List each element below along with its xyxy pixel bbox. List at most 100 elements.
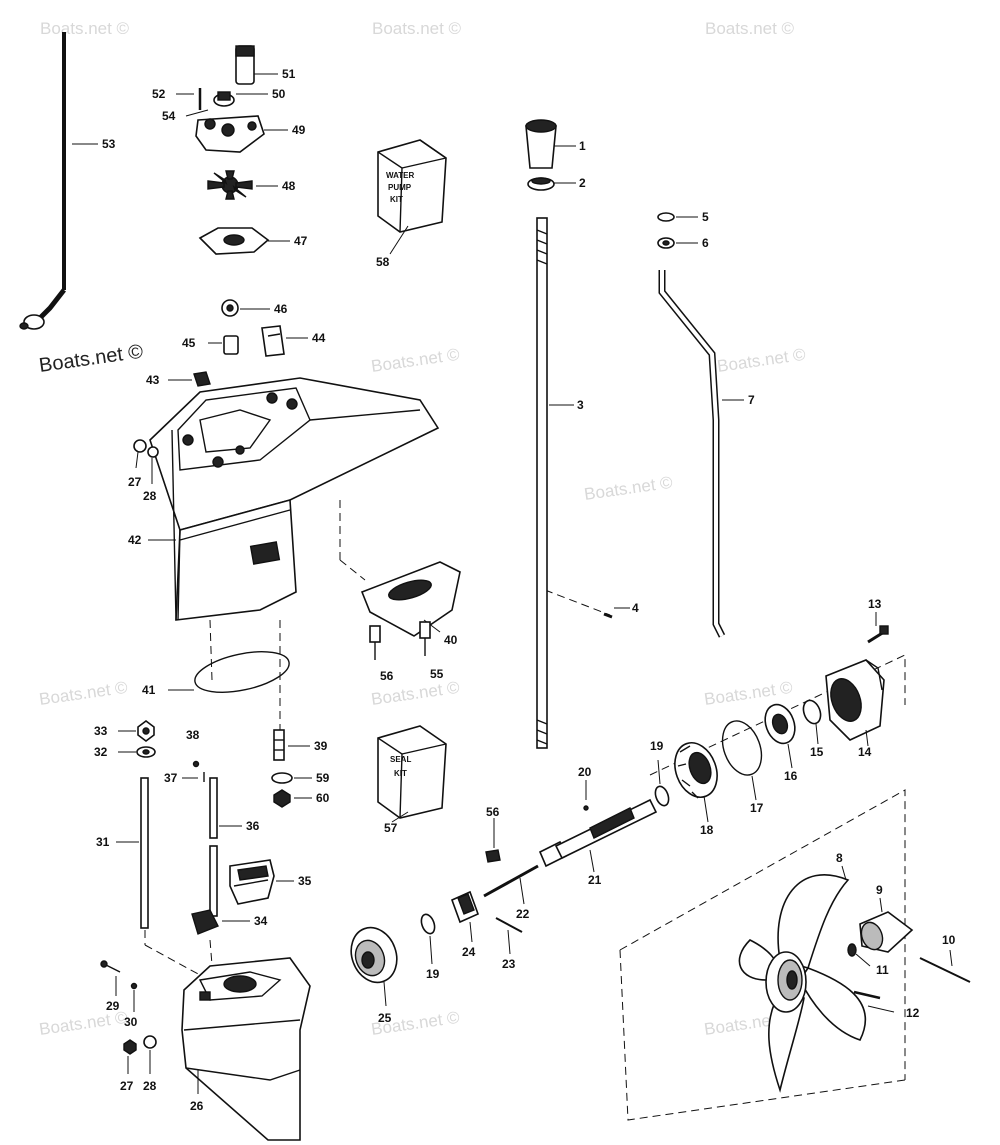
seal-kit-box: SEAL KIT: [377, 725, 447, 823]
label-10: 10: [942, 933, 956, 947]
part-8-propeller: [738, 865, 867, 1093]
part-23-pin: [495, 917, 523, 955]
part-11-washer: [847, 943, 871, 967]
watermark: Boats.net ©: [583, 473, 674, 504]
label-56-middle: 56: [486, 805, 500, 819]
part-24-clutch: [450, 890, 480, 943]
part-15-seal: [802, 699, 822, 745]
label-22: 22: [516, 907, 530, 921]
label-5: 5: [702, 210, 709, 224]
label-35: 35: [298, 874, 312, 888]
part-18-reverse-gear: [674, 742, 718, 823]
label-34: 34: [254, 914, 268, 928]
parts-29-30: [100, 960, 138, 1012]
part-number-labels: 1 2 3 4 5 6 7 8 9 10 11 12 13 14 15 16 1…: [94, 67, 956, 1113]
label-33: 33: [94, 724, 108, 738]
part-42-drive-shaft-housing: [133, 377, 440, 621]
label-38: 38: [186, 728, 200, 742]
part-14-bearing-carrier: [825, 659, 885, 747]
watermark: Boats.net ©: [40, 19, 130, 38]
part-35-pinion-gear: [229, 859, 294, 905]
label-9: 9: [876, 883, 883, 897]
label-42: 42: [128, 533, 142, 547]
label-56-left: 56: [380, 669, 394, 683]
label-21: 21: [588, 873, 602, 887]
part-41-gasket: [168, 651, 290, 693]
label-41: 41: [142, 683, 156, 697]
label-24: 24: [462, 945, 476, 959]
label-4: 4: [632, 601, 639, 615]
parts-5-6-7: [657, 212, 744, 638]
watermark: Boats.net ©: [716, 345, 807, 376]
water-pump-assembly: [168, 45, 308, 387]
part-53-shift-rod: [19, 32, 98, 330]
part-17-o-ring: [721, 720, 763, 801]
parts-27-28-lower: [123, 1035, 157, 1074]
label-60: 60: [316, 791, 330, 805]
label-12: 12: [906, 1006, 920, 1020]
label-55: 55: [430, 667, 444, 681]
label-27-lower: 27: [120, 1079, 134, 1093]
label-19-upper: 19: [650, 739, 664, 753]
parts-1-2: [525, 119, 576, 191]
label-16: 16: [784, 769, 798, 783]
parts-39-59-60: [271, 729, 312, 808]
label-18: 18: [700, 823, 714, 837]
parts-32-33: [118, 720, 156, 758]
label-17: 17: [750, 801, 764, 815]
part-40-plate: [360, 561, 461, 660]
label-3: 3: [577, 398, 584, 412]
label-48: 48: [282, 179, 296, 193]
part-3-drive-shaft: [536, 217, 574, 749]
label-47: 47: [294, 234, 308, 248]
label-28-lower: 28: [143, 1079, 157, 1093]
part-34-bracket: [191, 909, 250, 935]
label-32: 32: [94, 745, 108, 759]
label-50: 50: [272, 87, 286, 101]
label-45: 45: [182, 336, 196, 350]
label-25: 25: [378, 1011, 392, 1025]
watermark-main: Boats.net ©: [38, 341, 145, 377]
label-49: 49: [292, 123, 306, 137]
part-20-dot: [583, 780, 589, 811]
part-16-bearing: [764, 703, 796, 769]
label-15: 15: [810, 745, 824, 759]
part-4-pin: [603, 607, 630, 619]
part-13-screw: [867, 612, 889, 644]
water-pump-kit-text: WATER: [386, 171, 415, 180]
part-22-shift-shaft: [483, 864, 539, 905]
watermark: Boats.net ©: [372, 19, 462, 38]
label-8: 8: [836, 851, 843, 865]
part-9-spinner: [859, 897, 914, 953]
part-21-prop-shaft: [538, 798, 658, 873]
watermark: Boats.net ©: [703, 678, 794, 709]
part-19-washer-upper: [654, 759, 670, 807]
label-40: 40: [444, 633, 458, 647]
assembly-guides: [144, 500, 906, 1121]
watermark: Boats.net ©: [38, 678, 129, 709]
label-26: 26: [190, 1099, 204, 1113]
part-31-stud: [116, 777, 149, 929]
label-14: 14: [858, 745, 872, 759]
label-27-upper: 27: [128, 475, 142, 489]
water-pump-kit-text: PUMP: [388, 183, 412, 192]
label-19-lower: 19: [426, 967, 440, 981]
label-53: 53: [102, 137, 116, 151]
label-57: 57: [384, 821, 398, 835]
label-23: 23: [502, 957, 516, 971]
part-19-washer-lower: [420, 913, 436, 965]
label-52: 52: [152, 87, 166, 101]
part-56-small: [485, 818, 501, 863]
label-36: 36: [246, 819, 260, 833]
label-58: 58: [376, 255, 390, 269]
label-31: 31: [96, 835, 110, 849]
label-29: 29: [106, 999, 120, 1013]
label-46: 46: [274, 302, 288, 316]
label-7: 7: [748, 393, 755, 407]
label-54: 54: [162, 109, 176, 123]
label-20: 20: [578, 765, 592, 779]
label-51: 51: [282, 67, 296, 81]
label-2: 2: [579, 176, 586, 190]
label-6: 6: [702, 236, 709, 250]
